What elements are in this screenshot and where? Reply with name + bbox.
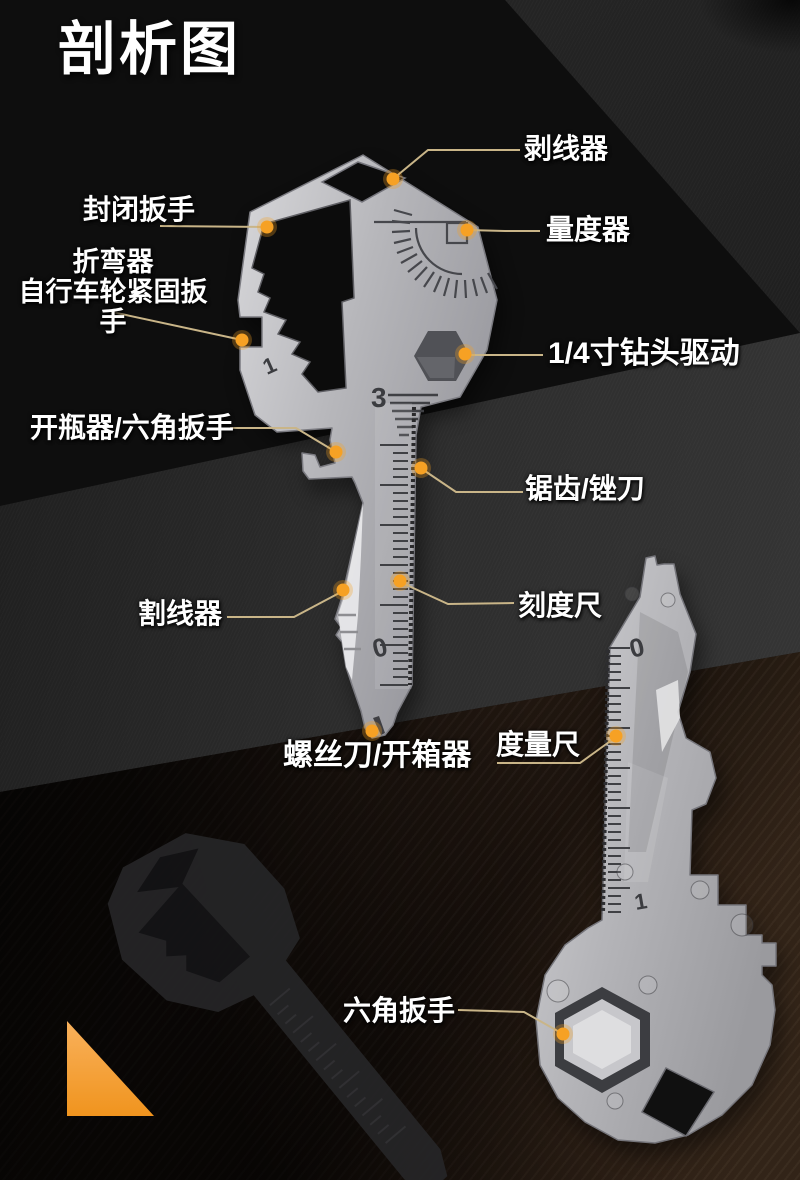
label-cutter: 割线器 — [138, 598, 223, 629]
label-wire-stripper: 剥线器 — [524, 133, 609, 164]
main-scale-top: 3 — [371, 382, 387, 413]
label-hex-wrench: 六角扳手 — [343, 995, 456, 1026]
protractor-gauge — [374, 208, 498, 299]
screwdriver-tip-notch — [373, 716, 385, 735]
silhouette-ruler-ticks — [269, 987, 407, 1144]
saw-serrated-edge — [408, 406, 416, 686]
silhouette-keyring-hole — [137, 848, 199, 893]
label-gauge: 量度器 — [546, 214, 631, 245]
cutter-blade — [338, 503, 363, 680]
main-scale-bottom: 0 — [369, 631, 390, 664]
neck-ruler-ticks — [388, 393, 438, 437]
label-drill-driver: 1/4寸钻头驱动 — [548, 337, 740, 370]
page-title: 剖析图 — [58, 17, 242, 82]
second-keyring-hole — [640, 1067, 716, 1137]
label-bender-line2: 自行车轮紧固扳手 — [18, 277, 208, 338]
silhouette-cavity — [138, 883, 251, 983]
shaft-ruler-strip — [375, 403, 412, 689]
silhouette-tool — [107, 833, 448, 1180]
label-bender-line1: 折弯器 — [72, 247, 154, 277]
closed-wrench-cavity — [251, 199, 355, 393]
label-scale-ruler: 刻度尺 — [518, 590, 603, 621]
label-screwdriver-box-opener: 螺丝刀/开箱器 — [283, 739, 472, 772]
second-tool-blade-highlight — [656, 680, 680, 752]
hex-socket-hole — [555, 987, 650, 1093]
second-tool-scale-bottom: 1 — [633, 888, 649, 915]
hex-drive-hole — [414, 331, 470, 381]
second-tool-scale-top: 0 — [626, 631, 647, 664]
silhouette-tool-body — [107, 833, 448, 1180]
label-closed-wrench: 封闭扳手 — [83, 194, 196, 225]
label-measuring-ruler: 度量尺 — [496, 729, 581, 760]
main-tool: 1 3 0 — [237, 154, 498, 739]
second-tool-serrated-edge — [601, 649, 610, 915]
label-bender-bike-wrench: 折弯器 自行车轮紧固扳手 — [6, 247, 220, 338]
label-saw-file: 锯齿/锉刀 — [525, 473, 645, 504]
second-tool-dimples — [546, 586, 754, 1110]
second-tool-bevel-shadow — [628, 612, 688, 852]
second-tool: 0 1 — [535, 555, 777, 1144]
label-bottle-opener-hex: 开瓶器/六角扳手 — [30, 412, 234, 443]
second-tool-bevel-light — [624, 762, 668, 882]
